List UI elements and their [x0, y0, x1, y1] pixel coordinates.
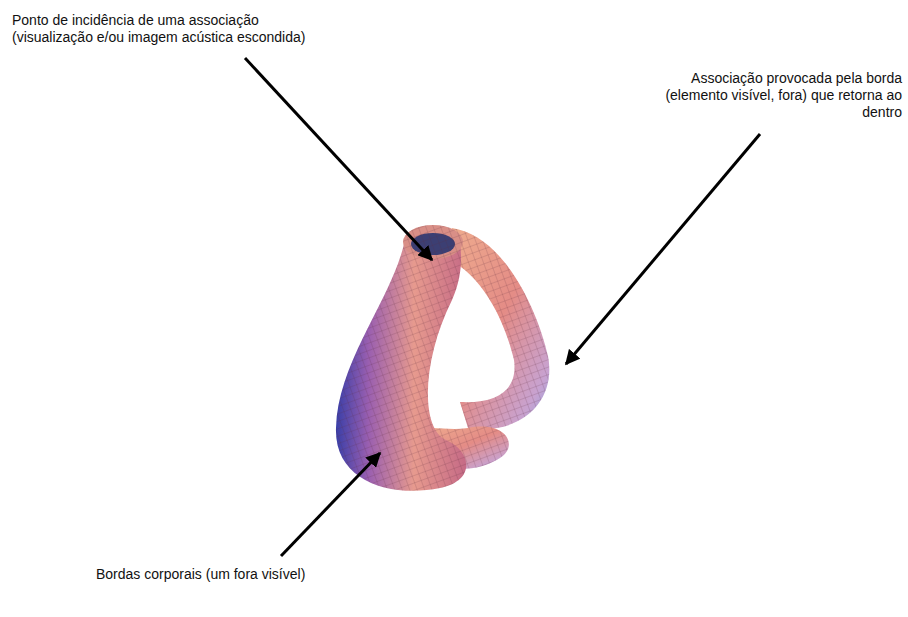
leader-arrow	[281, 453, 380, 556]
leader-arrows	[245, 58, 760, 556]
leader-arrow	[566, 134, 760, 364]
callout-label: Associação provocada pela borda (element…	[662, 70, 902, 121]
callout-label: Ponto de incidência de uma associação (v…	[12, 12, 342, 46]
leader-arrow	[245, 58, 432, 260]
klein-bottle	[336, 225, 549, 491]
callout-label: Bordas corporais (um fora visível)	[96, 566, 396, 583]
